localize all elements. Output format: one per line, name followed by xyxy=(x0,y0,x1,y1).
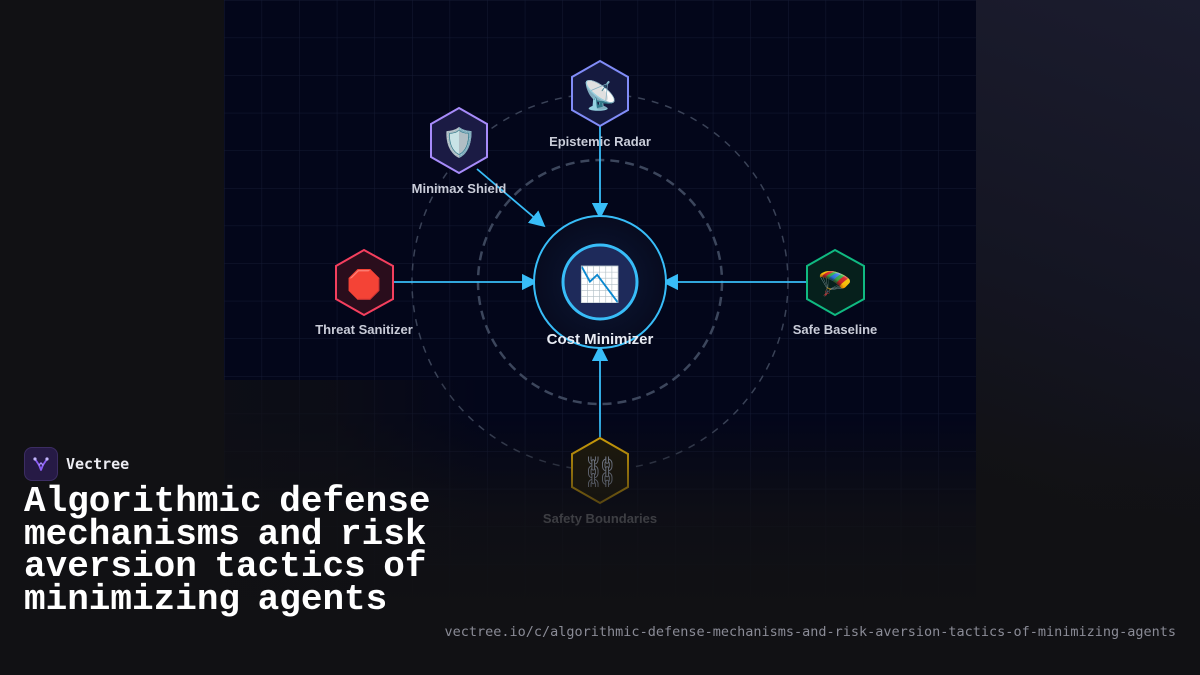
node-label: Epistemic Radar xyxy=(549,134,651,149)
shield-icon: 🛡️ xyxy=(442,126,477,159)
center-node[interactable]: 📉 Cost Minimizer xyxy=(533,215,667,349)
brand[interactable]: Vectree xyxy=(24,447,129,481)
satellite-dish-icon: 📡 xyxy=(583,77,618,112)
stop-sign-icon: 🛑 xyxy=(347,268,382,301)
chart-decreasing-icon: 📉 xyxy=(579,265,621,304)
node-label: Safe Baseline xyxy=(793,322,878,337)
node-label: Safety Boundaries xyxy=(543,511,657,526)
center-label: Cost Minimizer xyxy=(547,331,654,348)
background-right xyxy=(976,0,1200,675)
node-label: Threat Sanitizer xyxy=(315,322,413,337)
node-label: Minimax Shield xyxy=(412,181,507,196)
chains-icon: ⛓ xyxy=(581,456,619,489)
tree-mark xyxy=(33,457,49,471)
page-title: Algorithmic defense mechanisms and risk … xyxy=(24,481,431,620)
parachute-icon: 🪂 xyxy=(818,269,853,300)
brand-name: Vectree xyxy=(66,455,130,473)
page-url[interactable]: vectree.io/c/algorithmic-defense-mechani… xyxy=(444,624,1177,640)
vectree-logo-icon xyxy=(24,447,58,481)
